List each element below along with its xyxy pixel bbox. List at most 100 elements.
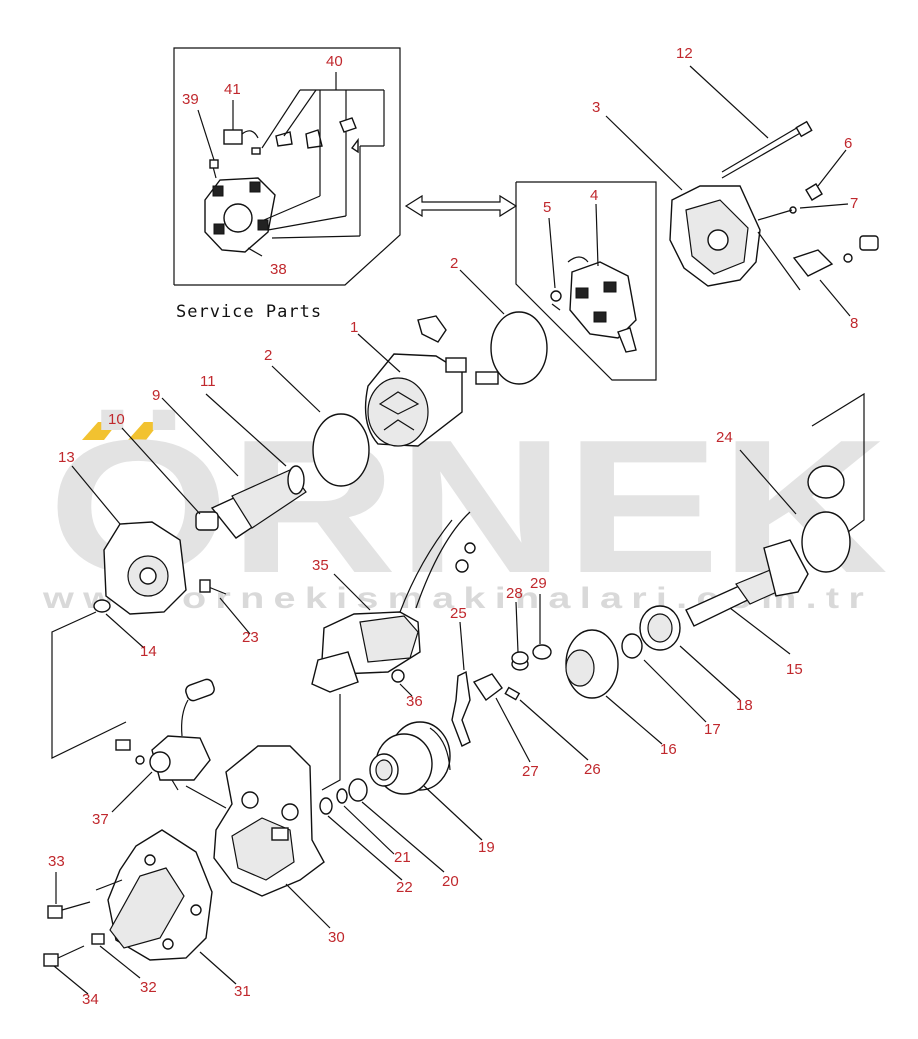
callout-10: 10: [108, 411, 125, 428]
watermark-brand: ÖRNEK: [48, 401, 888, 613]
brush-41: [223, 129, 261, 155]
bearing-18: [639, 605, 681, 651]
callout-39: 39: [182, 91, 199, 108]
o-ring-2-lower: [312, 413, 370, 487]
yoke-1: [364, 315, 499, 447]
o-ring-24: [801, 465, 851, 573]
callout-21: 21: [394, 849, 411, 866]
callout-5: 5: [543, 199, 551, 216]
brush-holder-4: [567, 256, 637, 353]
ring-22: [319, 797, 333, 815]
leaders-solenoid: [321, 573, 413, 791]
spring-28: [511, 651, 529, 671]
leaders-upper-right: [605, 65, 851, 317]
through-bolt-12: [721, 120, 813, 179]
screw-23: [199, 579, 227, 595]
switch-37: [115, 678, 215, 791]
callout-18: 18: [736, 697, 753, 714]
callout-13: 13: [58, 449, 75, 466]
brush-detail-panel: [515, 181, 657, 381]
service-parts-frame: [173, 47, 401, 286]
callout-19: 19: [478, 839, 495, 856]
washer-14: [93, 599, 111, 613]
service-parts-label: Service Parts: [176, 302, 322, 322]
callout-3: 3: [592, 99, 600, 116]
o-ring-2-upper: [490, 311, 548, 385]
brush-holder-assembly-38: [204, 159, 276, 253]
callout-22: 22: [396, 879, 413, 896]
callout-38: 38: [270, 261, 287, 278]
leader-30: [285, 883, 331, 929]
seal-17: [621, 633, 643, 659]
armature-9: [195, 465, 307, 539]
callout-4: 4: [590, 187, 598, 204]
callout-35: 35: [312, 557, 329, 574]
callout-30: 30: [328, 929, 345, 946]
service-leaders: [197, 72, 385, 257]
callout-12: 12: [676, 45, 693, 62]
double-arrow: [404, 194, 518, 218]
callout-1: 1: [350, 319, 358, 336]
leaders-shaft: [605, 392, 865, 745]
callout-2-upper: 2: [450, 255, 458, 272]
callout-37: 37: [92, 811, 109, 828]
callout-41: 41: [224, 81, 241, 98]
housing-30: [213, 745, 325, 897]
overrunning-clutch-19: [369, 721, 451, 795]
leaders-lever: [459, 594, 589, 763]
callout-28: 28: [506, 585, 523, 602]
lever-25: [451, 670, 471, 747]
leaders-switch: [111, 771, 227, 813]
callout-36: 36: [406, 693, 423, 710]
gear-case-31: [107, 829, 213, 961]
leaders-armature: [121, 393, 287, 515]
gear-16: [565, 629, 619, 699]
callout-9: 9: [152, 387, 160, 404]
ring-32: [91, 933, 105, 945]
brush-detail-frame: [515, 181, 657, 381]
callout-27: 27: [522, 763, 539, 780]
spring-parts-40: [275, 117, 359, 154]
leaders-clutch: [327, 785, 483, 881]
callout-34: 34: [82, 991, 99, 1008]
callout-24: 24: [716, 429, 733, 446]
pin-26: [504, 686, 521, 701]
screw-34: [43, 945, 85, 967]
callout-40: 40: [326, 53, 343, 70]
callout-15: 15: [786, 661, 803, 678]
callout-33: 33: [48, 853, 65, 870]
callout-29: 29: [530, 575, 547, 592]
service-parts-panel: Service Parts: [173, 47, 401, 322]
bracket-8: [792, 235, 879, 277]
screw-6: [789, 183, 823, 214]
leaders-yoke: [271, 269, 505, 413]
callout-2-lower: 2: [264, 347, 272, 364]
callout-8: 8: [850, 315, 858, 332]
plate-27: [472, 673, 503, 702]
callout-23: 23: [242, 629, 259, 646]
callout-11: 11: [200, 373, 216, 390]
leaders-bracket: [51, 465, 251, 759]
callout-17: 17: [704, 721, 721, 738]
ball-29: [532, 644, 552, 660]
callout-14: 14: [140, 643, 157, 660]
front-bracket-13: [103, 521, 187, 615]
callout-31: 31: [234, 983, 251, 1000]
callout-25: 25: [450, 605, 467, 622]
callout-32: 32: [140, 979, 157, 996]
watermark-accent-right: [128, 422, 160, 440]
retainer-21: [336, 788, 348, 804]
callout-16: 16: [660, 741, 677, 758]
stop-collar-20: [348, 778, 368, 802]
callout-labels: 40 41 39 38 12 3 6 7 8 5 4 2 1 2 11 9 10…: [48, 45, 858, 1008]
magnetic-switch-35: [311, 511, 476, 693]
leaders-gear-case: [53, 872, 237, 995]
pinion-shaft-15: [685, 539, 809, 627]
callout-7: 7: [850, 195, 858, 212]
screw-33: [47, 901, 91, 919]
watermark-accent-left: [82, 422, 118, 440]
rear-cover-3: [669, 185, 761, 287]
nut-36: [391, 669, 405, 683]
